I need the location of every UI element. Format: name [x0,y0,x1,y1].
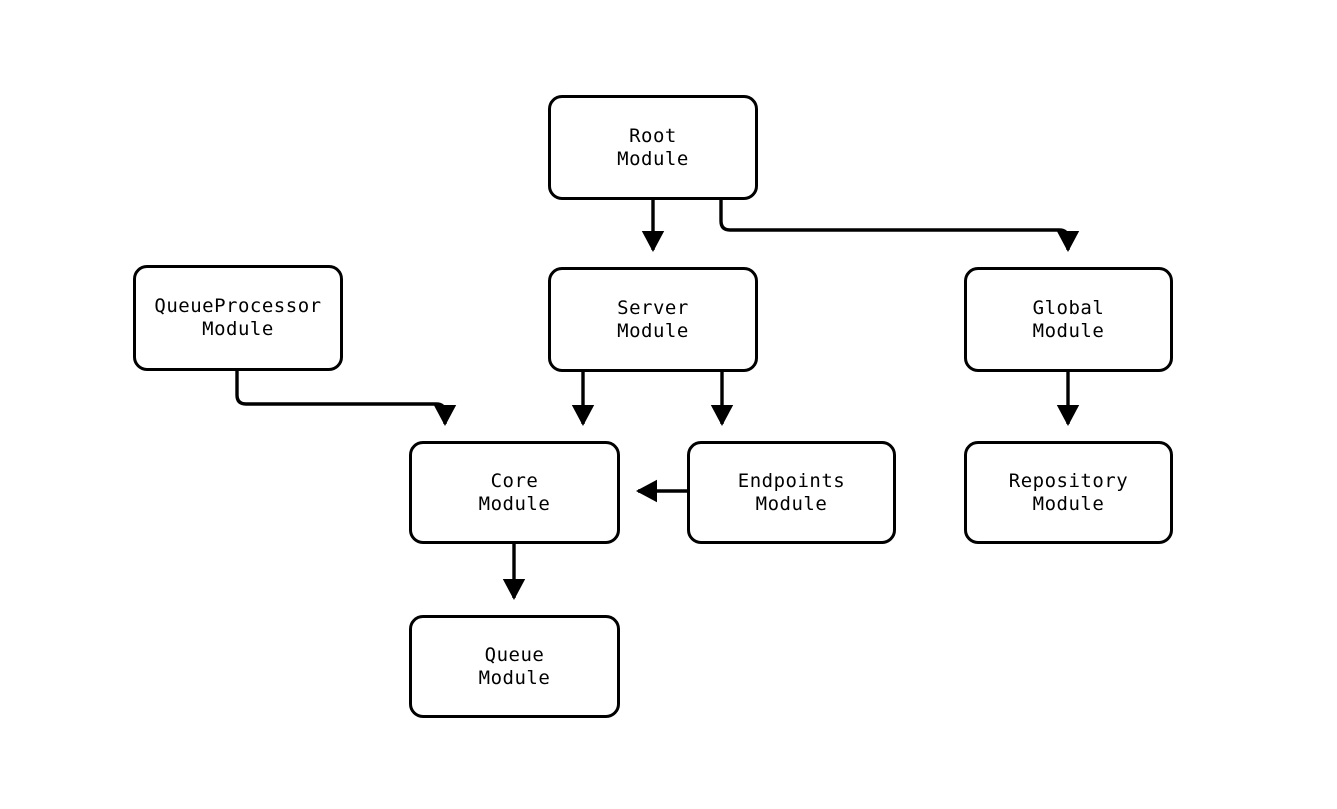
node-queueprocessor-module[interactable]: QueueProcessor Module [133,265,343,371]
edge-root-to-global [719,200,1080,253]
node-server-module[interactable]: Server Module [548,267,758,372]
node-root-module[interactable]: Root Module [548,95,758,200]
node-label-repository-module: Repository Module [1008,469,1129,515]
node-queue-module[interactable]: Queue Module [409,615,620,718]
node-label-queue-module: Queue Module [478,643,551,689]
node-label-server-module: Server Module [617,296,689,342]
node-label-endpoints-module: Endpoints Module [737,469,846,515]
node-core-module[interactable]: Core Module [409,441,620,544]
node-global-module[interactable]: Global Module [964,267,1173,372]
node-endpoints-module[interactable]: Endpoints Module [687,441,896,544]
node-label-queueprocessor-module: QueueProcessor Module [154,295,322,340]
node-repository-module[interactable]: Repository Module [964,441,1173,544]
node-label-core-module: Core Module [478,469,551,515]
edge-queueprocessor-to-core [235,371,457,427]
node-label-global-module: Global Module [1032,296,1105,342]
node-label-root-module: Root Module [617,124,689,170]
